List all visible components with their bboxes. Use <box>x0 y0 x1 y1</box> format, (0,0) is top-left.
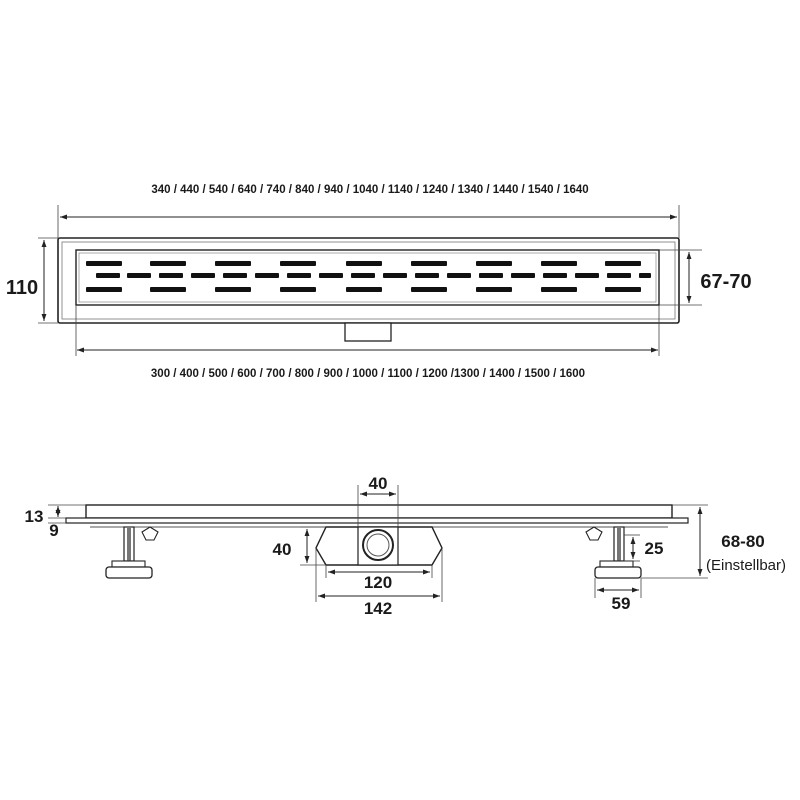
grate-slot <box>607 273 631 278</box>
grate-slot <box>541 261 577 266</box>
grate-slot-pattern <box>86 261 651 292</box>
side-view: 40 13 9 40 120 142 25 59 <box>25 474 786 618</box>
grate-slot <box>383 273 407 278</box>
grate-slot <box>287 273 311 278</box>
top-view: 340 / 440 / 540 / 640 / 740 / 840 / 940 … <box>6 184 752 380</box>
grate-width-label: 67-70 <box>700 271 751 293</box>
grate-slot <box>96 273 120 278</box>
grate-slot <box>255 273 279 278</box>
grate-slot <box>415 273 439 278</box>
outlet-assembly <box>315 526 443 566</box>
grate-slot <box>280 287 316 292</box>
grate-slot <box>479 273 503 278</box>
total-height-label: 68-80 <box>721 532 764 551</box>
grate-slot <box>150 261 186 266</box>
frame-profile <box>85 504 673 519</box>
outlet-diameter-label: 40 <box>369 474 388 493</box>
outlet-stub <box>344 322 392 342</box>
grate-slot <box>215 261 251 266</box>
flange-label: 9 <box>49 521 58 540</box>
channel-inner-edge <box>61 241 676 320</box>
outlet-inner-label: 120 <box>364 573 392 592</box>
width-label: 110 <box>6 277 38 299</box>
foot-base <box>594 566 642 579</box>
grate-slot <box>411 287 447 292</box>
foot-thread <box>617 527 621 561</box>
inner-length-label: 300 / 400 / 500 / 600 / 700 / 800 / 900 … <box>151 368 585 380</box>
grate-slot <box>605 261 641 266</box>
foot-width-label: 59 <box>612 594 631 613</box>
grate-slot <box>511 273 535 278</box>
foot-plate <box>599 560 634 568</box>
grate-slot <box>86 261 122 266</box>
grate-slot <box>411 261 447 266</box>
outlet-inner-circle <box>366 533 390 557</box>
outer-length-label: 340 / 440 / 540 / 640 / 740 / 840 / 940 … <box>151 184 588 196</box>
grate-slot <box>346 261 382 266</box>
frame-height-label: 13 <box>25 507 44 526</box>
grate-slot <box>215 287 251 292</box>
left-adjustable-foot <box>105 526 159 579</box>
grate-slot <box>191 273 215 278</box>
right-adjustable-foot <box>585 526 642 579</box>
foot-plate <box>111 560 146 568</box>
grate-slot <box>575 273 599 278</box>
foot-thread <box>127 527 131 561</box>
grate-slot <box>476 287 512 292</box>
grate-slot <box>127 273 151 278</box>
grate-slot <box>280 261 316 266</box>
foot-base <box>105 566 153 579</box>
outlet-outer-label: 142 <box>364 599 392 618</box>
grate-slot <box>223 273 247 278</box>
grate-panel-inner-edge <box>78 252 657 303</box>
wing-nut-icon <box>141 526 159 541</box>
adjustable-label: (Einstellbar) <box>706 557 786 574</box>
foot-height-label: 25 <box>645 539 664 558</box>
grate-slot <box>351 273 375 278</box>
grate-slot <box>159 273 183 278</box>
grate-slot <box>476 261 512 266</box>
grate-slot <box>543 273 567 278</box>
outlet-height-label: 40 <box>273 540 292 559</box>
flange-profile <box>65 517 689 524</box>
wing-nut-icon <box>585 526 603 541</box>
grate-slot <box>319 273 343 278</box>
grate-slot <box>541 287 577 292</box>
grate-slot <box>86 287 122 292</box>
grate-slot <box>605 287 641 292</box>
grate-slot <box>150 287 186 292</box>
grate-slot <box>447 273 471 278</box>
grate-slot <box>639 273 651 278</box>
grate-slot <box>346 287 382 292</box>
